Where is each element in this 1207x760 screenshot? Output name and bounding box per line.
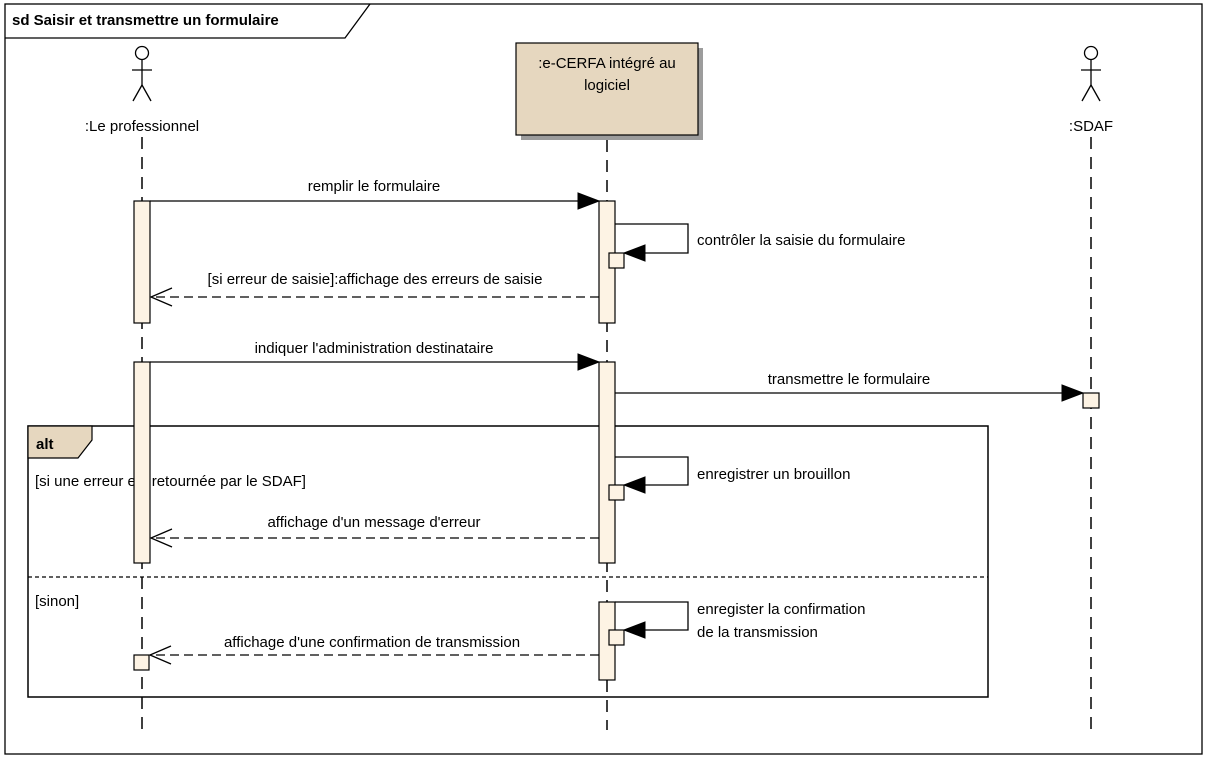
participant-label: :Le professionnel — [85, 118, 199, 135]
self-activation-2 — [608, 484, 625, 501]
message-transmettre: transmettre le formulaire — [615, 371, 1085, 402]
activation-professionnel-1 — [133, 200, 151, 324]
participant-sdaf: :SDAF — [1069, 45, 1113, 135]
message-affichage-erreur: affichage d'un message d'erreur — [149, 514, 599, 548]
arrow-head-open — [149, 287, 173, 307]
alt-operator-label: alt — [36, 436, 54, 453]
message-label: affichage d'un message d'erreur — [267, 514, 480, 531]
arrow-head-filled — [577, 353, 601, 371]
alt-guard-2: [sinon] — [35, 593, 79, 610]
message-remplir: remplir le formulaire — [150, 178, 601, 210]
participant-professionnel: :Le professionnel — [85, 45, 199, 135]
message-controler: contrôler la saisie du formulaire — [615, 223, 905, 262]
actor-icon — [1081, 45, 1101, 102]
frame-title: sd Saisir et transmettre un formulaire — [12, 12, 279, 29]
message-label: affichage d'une confirmation de transmis… — [224, 634, 520, 651]
participant-e-cerfa: :e-CERFA intégré au logiciel — [515, 42, 703, 140]
self-activation-3 — [608, 629, 625, 646]
arrow-head-open — [149, 528, 173, 548]
message-label: indiquer l'administration destinataire — [255, 340, 494, 357]
activation-sdaf — [1082, 392, 1100, 409]
alt-guard-1: [si une erreur est retournée par le SDAF… — [35, 473, 306, 490]
message-affichage-confirmation: affichage d'une confirmation de transmis… — [148, 634, 599, 665]
message-affichage-erreurs: [si erreur de saisie]:affichage des erre… — [149, 271, 599, 307]
alt-operator-tab — [27, 425, 93, 459]
message-brouillon: enregistrer un brouillon — [615, 456, 850, 494]
message-label: remplir le formulaire — [308, 178, 441, 195]
message-label-line2: de la transmission — [697, 624, 818, 641]
arrow-head-filled — [622, 476, 646, 494]
participant-label: :SDAF — [1069, 118, 1113, 135]
arrow-head-open — [148, 645, 172, 665]
self-activation-1 — [608, 252, 625, 269]
arrow-head-filled — [622, 621, 646, 639]
activation-professionnel-2 — [133, 361, 151, 564]
message-label-line1: enregister la confirmation — [697, 601, 865, 618]
object-box — [515, 42, 699, 136]
message-label: [si erreur de saisie]:affichage des erre… — [208, 271, 543, 288]
message-label: contrôler la saisie du formulaire — [697, 232, 905, 249]
message-indiquer: indiquer l'administration destinataire — [150, 340, 601, 371]
alt-fragment: alt [si une erreur est retournée par le … — [27, 425, 989, 698]
arrow-head-filled — [577, 192, 601, 210]
actor-icon — [132, 45, 152, 102]
activation-e-cerfa-2 — [598, 361, 616, 564]
alt-frame — [27, 425, 989, 698]
arrow-head-filled — [1061, 384, 1085, 402]
object-label-line1: :e-CERFA intégré au — [538, 55, 676, 72]
message-label: enregistrer un brouillon — [697, 466, 850, 483]
frame-title-tab — [5, 3, 371, 39]
activation-professionnel-3 — [133, 654, 150, 671]
message-enregister-confirmation: enregister la confirmation de la transmi… — [615, 601, 865, 641]
message-label: transmettre le formulaire — [768, 371, 931, 388]
arrow-head-filled — [622, 244, 646, 262]
object-label-line2: logiciel — [584, 77, 630, 94]
